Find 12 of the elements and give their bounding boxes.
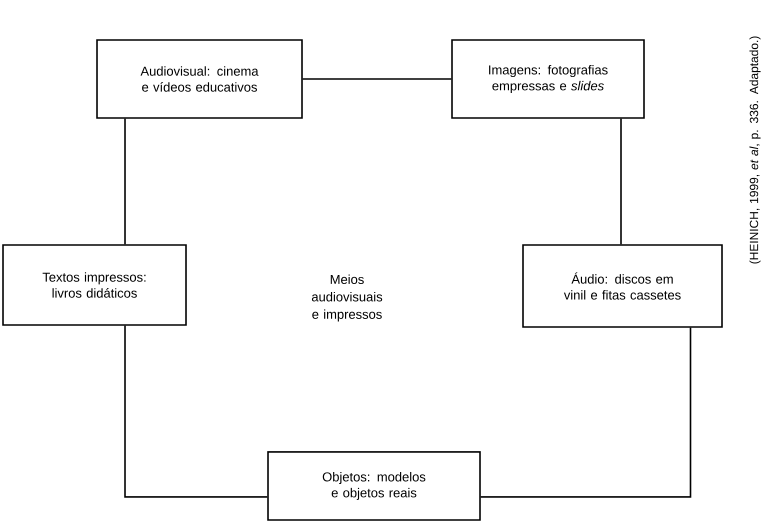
connector-line <box>302 78 452 80</box>
text-box: Objetos: modelos e objetos reais <box>267 451 481 521</box>
connector-line <box>124 326 268 498</box>
connector-line <box>620 118 622 244</box>
text-box: Áudio: discos em vinil e fitas cassetes <box>522 244 723 328</box>
connector-line <box>480 328 692 498</box>
text-box: Imagens: fotografias empressas e slides <box>451 39 645 119</box>
connector-line <box>124 118 126 244</box>
source-note: (HEINICH, 1999, et al, p. 336. Adaptado.) <box>749 36 761 264</box>
center-text: Meios audiovisuais e impressos <box>312 274 382 322</box>
text-box: Audiovisual: cinema e vídeos educativos <box>96 39 303 119</box>
text-box: Textos impressos: livros didáticos <box>2 244 187 326</box>
